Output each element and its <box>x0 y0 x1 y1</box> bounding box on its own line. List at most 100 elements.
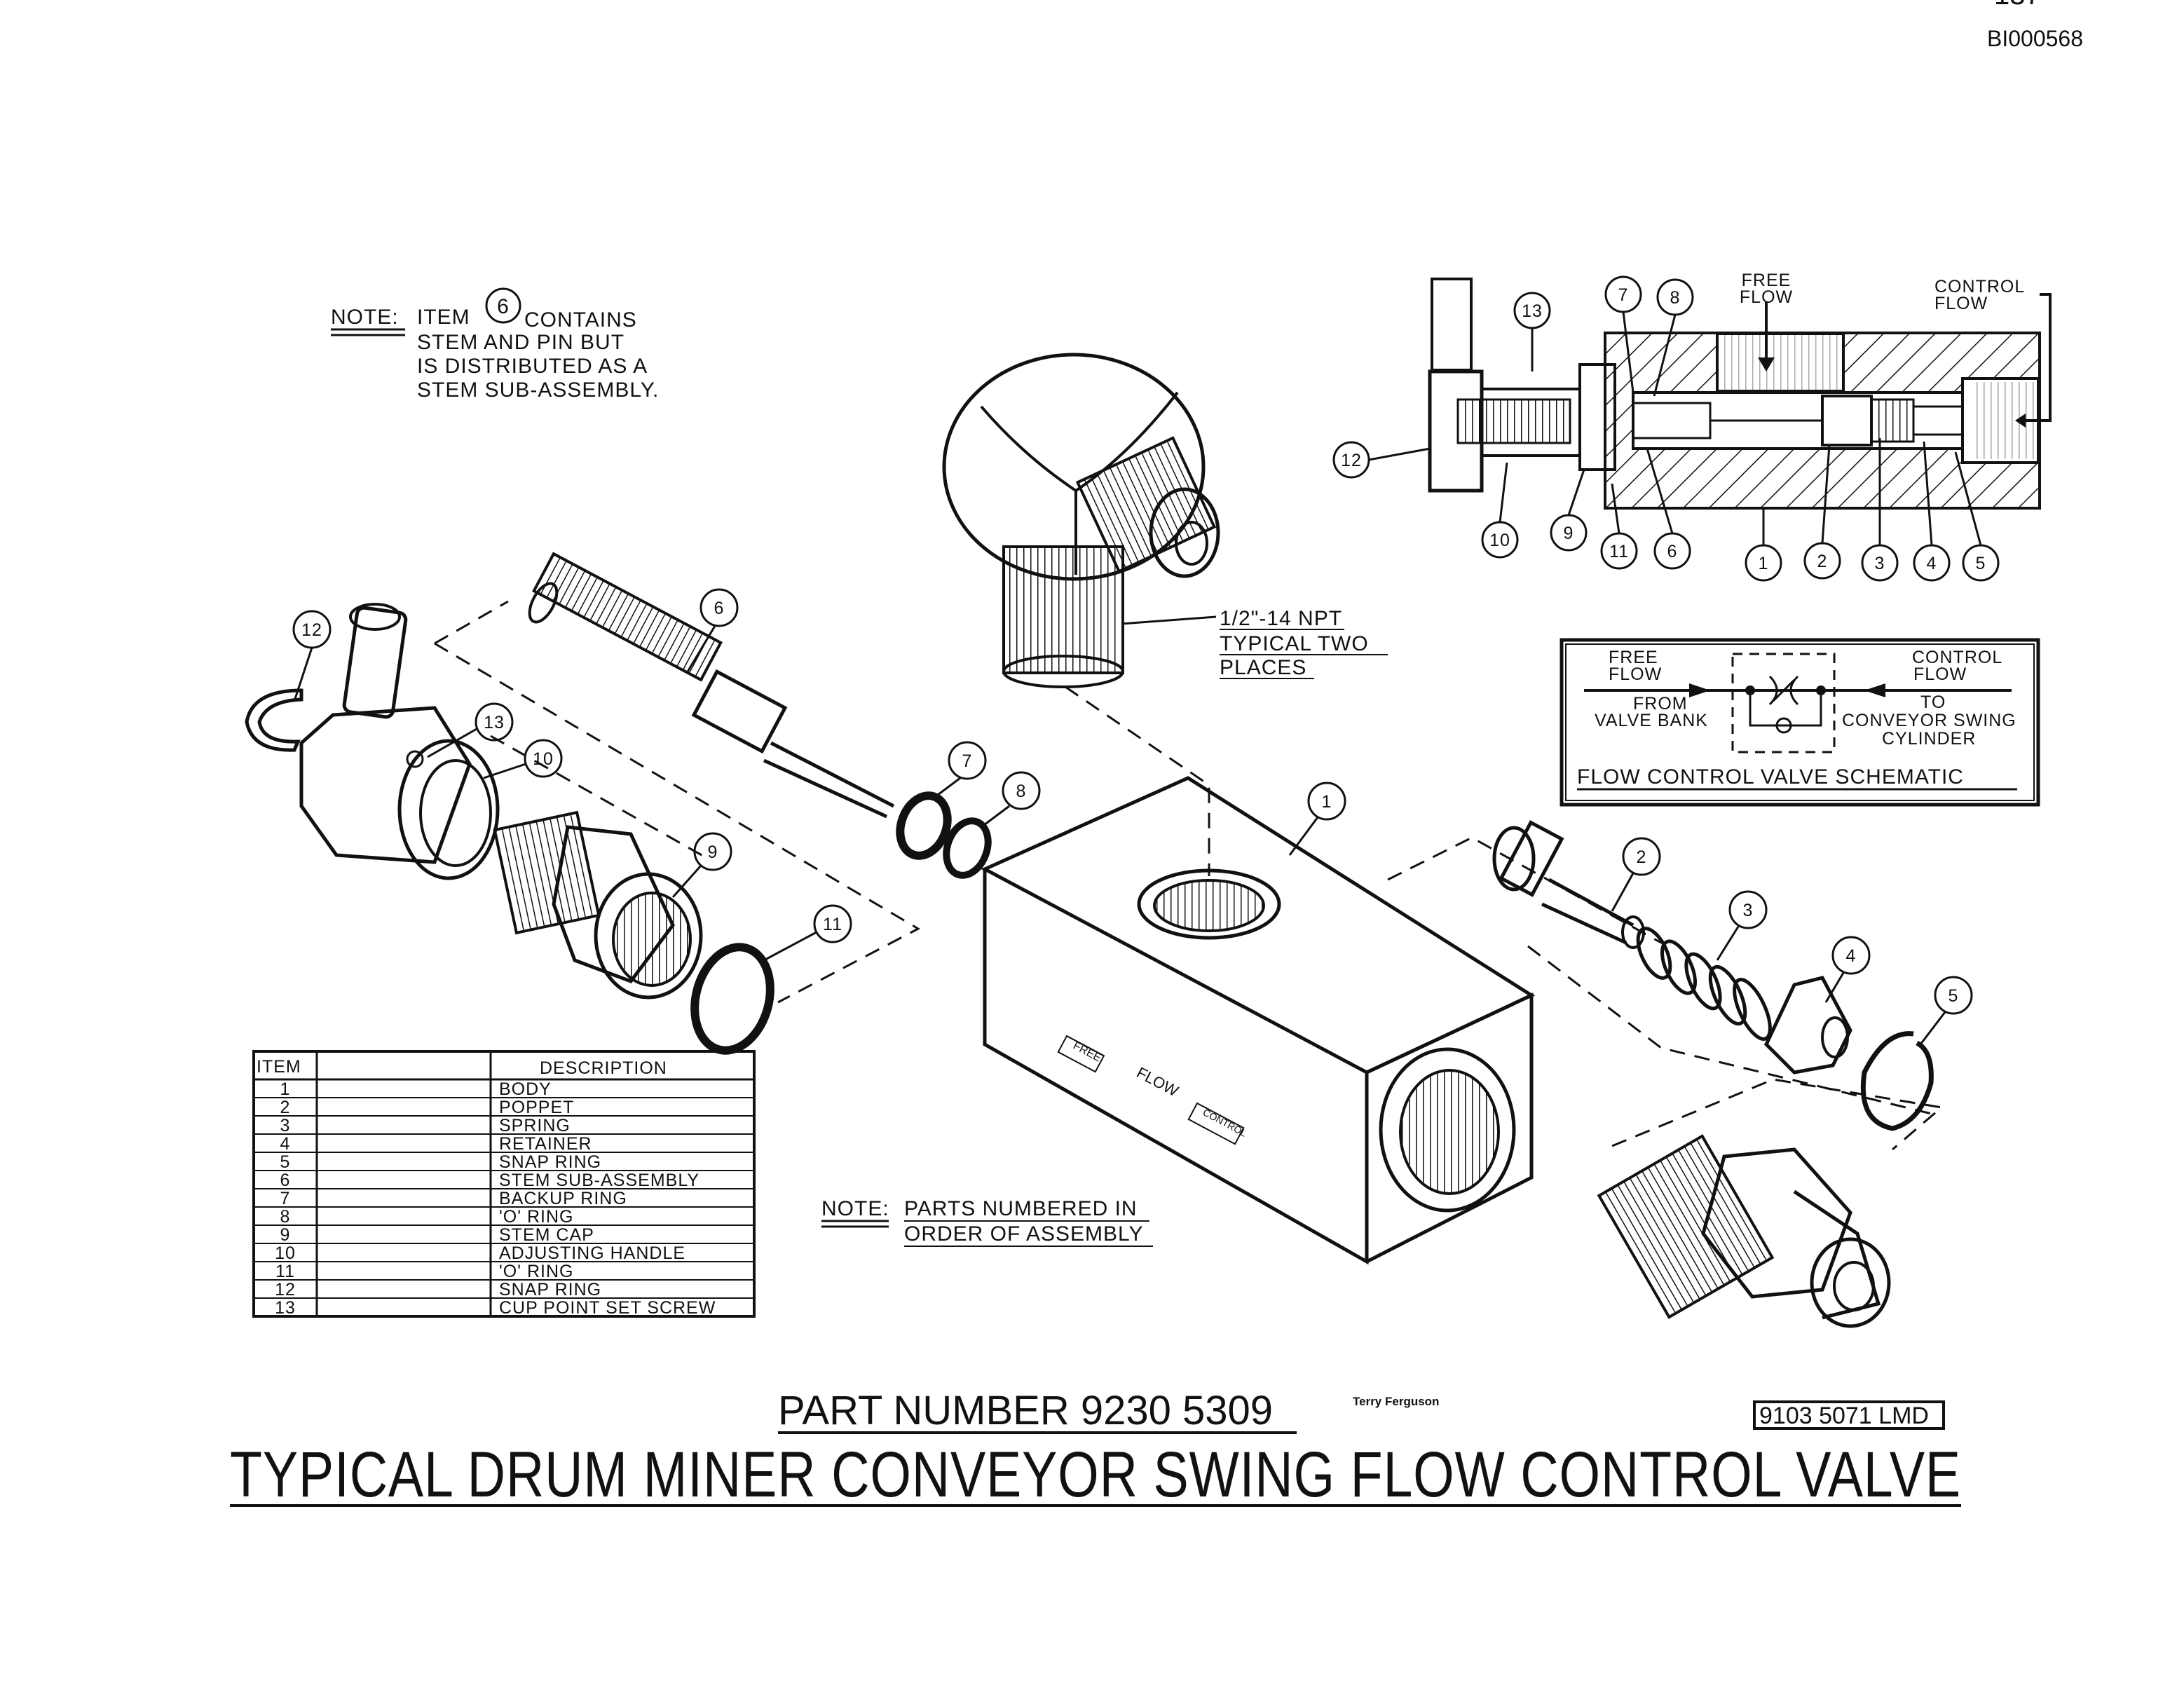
npt-line2: TYPICAL TWO <box>1220 632 1369 655</box>
svg-text:12: 12 <box>1341 451 1362 470</box>
section-control-flow-1: CONTROL <box>1934 277 2025 296</box>
stem-note-line4: STEM SUB-ASSEMBLY. <box>417 378 659 402</box>
signature: Terry Ferguson <box>1353 1395 1439 1408</box>
npt-line3: PLACES <box>1220 656 1306 679</box>
table-cell-description: RETAINER <box>499 1134 592 1154</box>
table-cell-item: 3 <box>280 1116 291 1135</box>
schematic-to-3: CYLINDER <box>1882 729 1976 749</box>
order-note-label: NOTE: <box>821 1197 889 1220</box>
section-free-flow-2: FLOW <box>1740 287 1793 307</box>
part-stem-sub-assembly <box>528 552 895 819</box>
svg-text:8: 8 <box>1016 782 1027 801</box>
table-row: 11 'O' RING <box>254 1262 754 1281</box>
section-callout: 5 <box>1954 451 2000 582</box>
schematic-from-1: FROM <box>1633 694 1688 714</box>
order-note-line1: PARTS NUMBERED IN <box>904 1197 1138 1220</box>
valve-body: FREE FLOW CONTROL <box>981 776 1536 1265</box>
svg-text:2: 2 <box>1637 847 1647 867</box>
svg-text:13: 13 <box>484 713 505 732</box>
exploded-callout: 10 <box>483 739 563 779</box>
part-stem-cap <box>493 810 703 1000</box>
stem-note-line1-a: ITEM <box>417 306 470 329</box>
exploded-callout: 9 <box>671 832 732 898</box>
table-cell-description: 'O' RING <box>499 1207 573 1227</box>
section-callout: 2 <box>1803 444 1841 580</box>
drawing-title: TYPICAL DRUM MINER CONVEYOR SWING FLOW C… <box>230 1439 1961 1510</box>
table-cell-item: 13 <box>275 1298 296 1318</box>
svg-text:11: 11 <box>823 915 842 934</box>
stem-note-line2: STEM AND PIN BUT <box>417 331 625 354</box>
table-cell-item: 6 <box>280 1171 291 1190</box>
svg-text:2: 2 <box>1817 552 1828 571</box>
section-callout: 12 <box>1332 441 1431 479</box>
table-cell-item: 8 <box>280 1207 291 1227</box>
schematic-free-flow-1: FREE <box>1609 648 1658 667</box>
svg-text:3: 3 <box>1743 901 1754 920</box>
svg-text:13: 13 <box>1522 301 1543 321</box>
part-adjusting-handle <box>299 603 500 880</box>
part-retainer <box>1763 976 1852 1075</box>
stem-note: NOTE: ITEM 6 CONTAINS STEM AND PIN BUT I… <box>331 287 659 402</box>
table-cell-description: CUP POINT SET SCREW <box>499 1298 716 1318</box>
schematic-free-flow-2: FLOW <box>1609 664 1662 684</box>
section-callout: 7 <box>1604 275 1642 393</box>
part-snap-ring-5 <box>1860 1031 1934 1131</box>
schematic-control-flow-2: FLOW <box>1913 664 1967 684</box>
svg-text:10: 10 <box>533 749 554 769</box>
schematic-from-2: VALVE BANK <box>1595 711 1708 730</box>
exploded-callout: 11 <box>763 904 852 962</box>
svg-text:4: 4 <box>1846 946 1857 966</box>
table-cell-description: SPRING <box>499 1116 571 1135</box>
exploded-callout: 8 <box>981 771 1041 828</box>
schematic-title: FLOW CONTROL VALVE SCHEMATIC <box>1577 765 1964 789</box>
part-o-ring-8 <box>943 817 992 879</box>
exploded-callout: 12 <box>292 610 332 702</box>
drawing-code-box <box>1753 1400 1945 1430</box>
table-cell-description: POPPET <box>499 1098 574 1117</box>
exploded-callout: 6 <box>685 588 739 674</box>
section-callout: 3 <box>1861 438 1899 582</box>
table-cell-description: BODY <box>499 1079 552 1099</box>
section-callout: 1 <box>1745 508 1782 582</box>
section-stem-threads <box>1456 398 1571 444</box>
table-cell-description: SNAP RING <box>499 1280 601 1299</box>
exploded-callout: 4 <box>1824 936 1871 1003</box>
table-header-item: ITEM <box>257 1057 301 1077</box>
order-note-line2: ORDER OF ASSEMBLY <box>904 1222 1144 1246</box>
stem-note-item-number: 6 <box>497 295 510 318</box>
table-cell-item: 7 <box>280 1189 291 1208</box>
table-cell-item: 10 <box>275 1243 296 1263</box>
drawing-code: 9103 5071 LMD <box>1759 1403 1929 1429</box>
section-control-flow-2: FLOW <box>1934 294 1988 313</box>
section-free-flow-1: FREE <box>1742 271 1791 290</box>
table-row: 8 'O' RING <box>254 1207 754 1227</box>
svg-text:1: 1 <box>1322 792 1332 812</box>
table-cell-description: SNAP RING <box>499 1152 601 1172</box>
table-header-description: DESCRIPTION <box>540 1058 667 1078</box>
table-cell-description: 'O' RING <box>499 1262 573 1281</box>
table-cell-item: 2 <box>280 1098 291 1117</box>
part-snap-ring-12 <box>245 688 303 752</box>
table-row: 10 ADJUSTING HANDLE <box>254 1243 754 1263</box>
section-callout: 6 <box>1646 448 1691 570</box>
table-cell-description: STEM CAP <box>499 1225 594 1245</box>
elbow-fitting: 1/2"-14 NPT TYPICAL TWO PLACES <box>942 353 1388 688</box>
table-row: 3 SPRING <box>254 1116 754 1135</box>
table-cell-description: ADJUSTING HANDLE <box>499 1243 685 1263</box>
svg-text:6: 6 <box>1667 542 1678 561</box>
exploded-callout: 3 <box>1716 890 1768 961</box>
section-callout: 4 <box>1913 441 1951 582</box>
exploded-callout: 7 <box>931 741 987 800</box>
table-cell-item: 4 <box>280 1134 291 1154</box>
svg-text:8: 8 <box>1670 288 1681 308</box>
corner-mark: 137 <box>1994 0 2041 11</box>
table-cell-item: 11 <box>275 1262 295 1281</box>
exploded-callout: 5 <box>1919 976 1973 1045</box>
